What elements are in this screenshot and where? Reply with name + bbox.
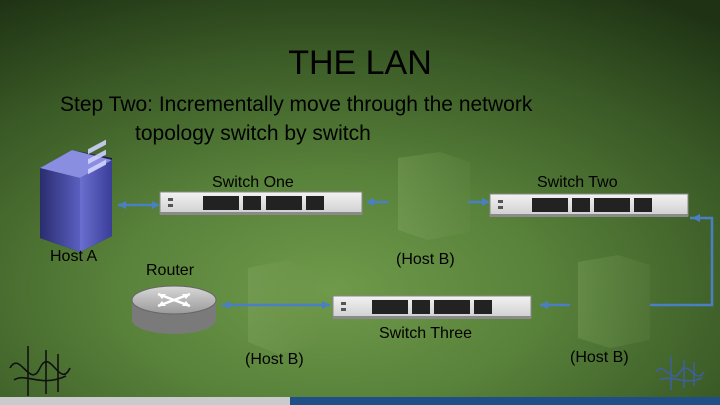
bottom-bar-left xyxy=(0,397,290,405)
host-a-server-icon xyxy=(40,139,112,252)
bottom-bar xyxy=(0,397,720,405)
switch-one-icon xyxy=(159,191,363,215)
host-b-label: (Host B) xyxy=(245,351,304,368)
slide-subtitle-line1: Step Two: Incrementally move through the… xyxy=(60,93,533,116)
slide-title: THE LAN xyxy=(288,44,432,82)
router-icon xyxy=(131,285,217,334)
host-b-label: (Host B) xyxy=(570,349,629,366)
switch-three-label: Switch Three xyxy=(379,325,473,342)
host-a-label: Host A xyxy=(50,248,98,265)
host-b-label: (Host B) xyxy=(396,251,455,268)
logo-icon xyxy=(9,346,71,396)
link-switchtwo-switchthree xyxy=(650,216,714,307)
logo-icon xyxy=(655,356,705,390)
ghost-server-icon xyxy=(248,260,318,354)
bottom-bar-right xyxy=(290,397,720,405)
switch-one-label: Switch One xyxy=(212,174,294,191)
ghost-server-icon xyxy=(578,255,650,348)
ghost-server-icon xyxy=(398,152,470,240)
link-arrowheads xyxy=(118,198,700,309)
slide-subtitle-line2: topology switch by switch xyxy=(135,122,371,145)
switch-three-icon xyxy=(332,295,532,319)
switch-two-label: Switch Two xyxy=(537,174,618,191)
router-label: Router xyxy=(146,262,195,279)
switch-two-icon xyxy=(489,193,689,217)
